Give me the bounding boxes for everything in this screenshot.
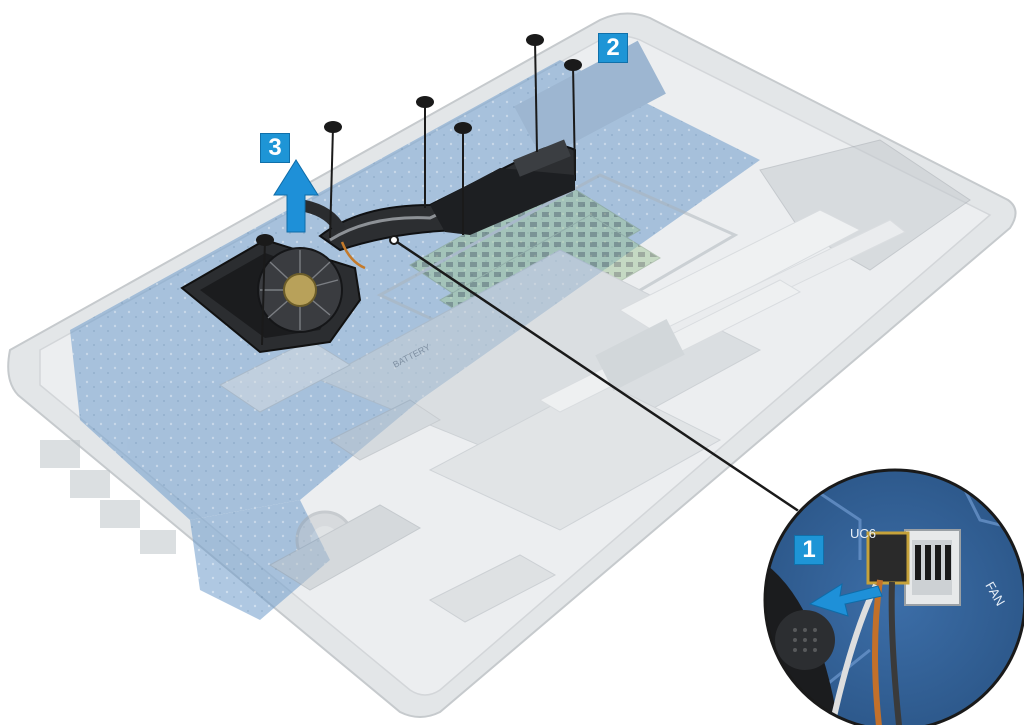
faded-components [40, 139, 971, 623]
motherboard [70, 40, 760, 620]
leader-line [393, 238, 813, 522]
arrow-left-icon [808, 582, 883, 617]
step-2-callout: 2 [598, 33, 628, 63]
screw-icon [256, 34, 582, 346]
arrow-up-icon [273, 159, 319, 233]
step-1-callout: 1 [794, 535, 824, 565]
zoom-detail: UC6 FAN [763, 468, 1024, 725]
step-3-callout: 3 [260, 133, 290, 163]
uc6-label: UC6 [850, 526, 876, 541]
